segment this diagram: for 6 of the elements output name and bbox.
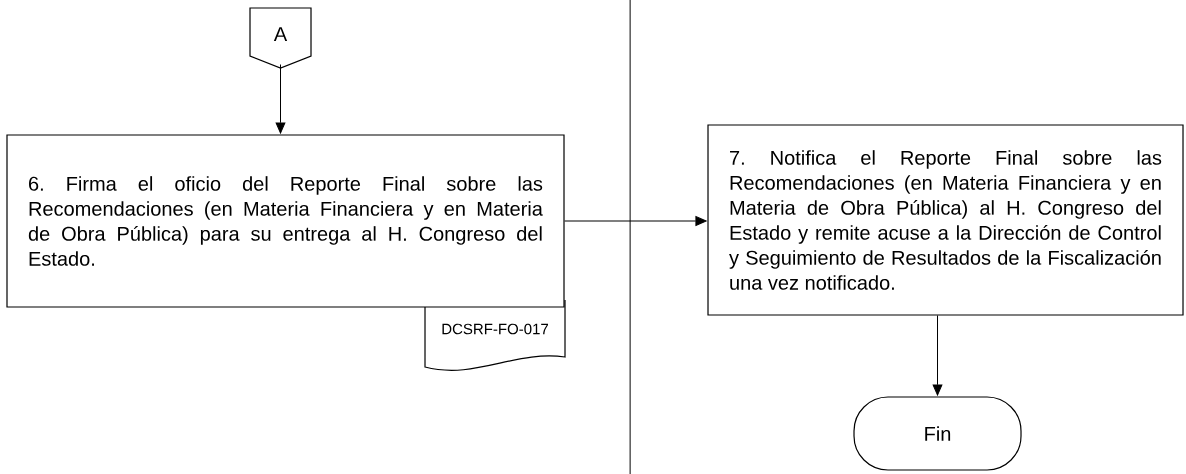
arrow	[564, 216, 707, 226]
process-box: 6. Firma el oficio del Reporte Final sobre las Recomendaciones (en Materia Financiera y en Materia de Obra Pública) para su entrega al H. Congreso del Estado.	[6, 134, 565, 308]
arrow	[932, 315, 943, 396]
arrow	[275, 64, 286, 134]
process-box: 7. Notifica el Reporte Final sobre las Recomendaciones (en Materia Financiera y en Materia de Obra Pública) al H. Congreso del Estado y remite acuse a la Dirección de Control y Seguimiento de Resultados de la Fiscalización una vez notificado.	[707, 124, 1184, 316]
off-page-connector: A	[249, 7, 312, 69]
